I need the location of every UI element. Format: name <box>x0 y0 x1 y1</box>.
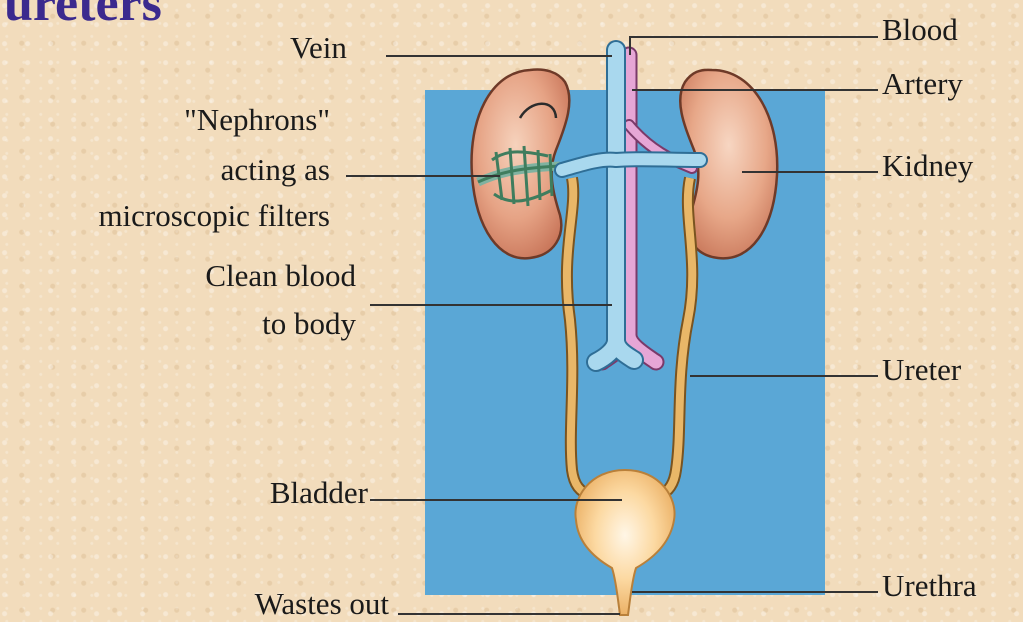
label-kidney: Kidney <box>882 150 973 183</box>
label-nephrons-line3: microscopic filters <box>98 200 330 233</box>
label-wastes-out: Wastes out <box>255 588 389 621</box>
label-nephrons-line2: acting as <box>221 154 330 187</box>
label-clean-blood-line2: to body <box>262 308 356 341</box>
label-blood: Blood <box>882 14 958 47</box>
label-vein: Vein <box>290 32 347 65</box>
label-clean-blood-line1: Clean blood <box>205 260 356 293</box>
label-bladder: Bladder <box>270 477 368 510</box>
bladder-organ <box>575 470 674 615</box>
label-artery: Artery <box>882 68 963 101</box>
label-ureter: Ureter <box>882 354 961 387</box>
label-urethra: Urethra <box>882 570 977 603</box>
label-nephrons-line1: "Nephrons" <box>184 104 330 137</box>
